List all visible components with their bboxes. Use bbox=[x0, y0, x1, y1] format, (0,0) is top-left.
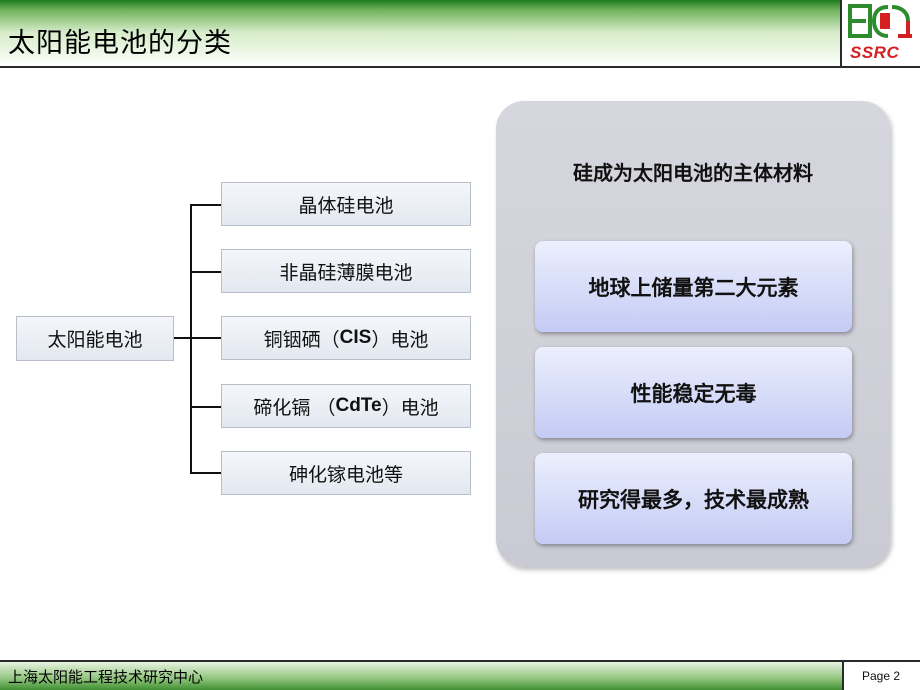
header-band bbox=[0, 0, 840, 66]
tree-root-box: 太阳能电池 bbox=[16, 316, 174, 361]
tree-line-trunk bbox=[190, 204, 192, 474]
tree-leaf-cis: 铜铟硒（CIS）电池 bbox=[221, 316, 471, 360]
leaf-label: 晶体硅电池 bbox=[298, 194, 394, 217]
point-text: 地球上储量第二大元素 bbox=[588, 275, 799, 300]
tree-leaf-crystalline-silicon: 晶体硅电池 bbox=[221, 182, 471, 226]
slide-title: 太阳能电池的分类 bbox=[8, 28, 232, 59]
tree-line-branch bbox=[190, 406, 221, 408]
point-card: 地球上储量第二大元素 bbox=[535, 241, 852, 332]
tree-leaf-gaas: 砷化镓电池等 bbox=[221, 451, 471, 495]
footer-divider bbox=[0, 660, 920, 662]
header-divider bbox=[0, 66, 920, 68]
footer-org: 上海太阳能工程技术研究中心 bbox=[8, 668, 204, 686]
leaf-label: 砷化镓电池等 bbox=[288, 463, 403, 486]
point-card: 性能稳定无毒 bbox=[535, 347, 852, 438]
logo-box: SSRC bbox=[840, 0, 920, 66]
silicon-panel: 硅成为太阳电池的主体材料 地球上储量第二大元素 性能稳定无毒 研究得最多，技术最… bbox=[496, 101, 890, 567]
tree-line-branch bbox=[190, 472, 221, 474]
page-number: Page 2 bbox=[842, 662, 920, 690]
tree-line-branch bbox=[190, 337, 221, 339]
point-text: 研究得最多，技术最成熟 bbox=[578, 487, 809, 512]
leaf-label: 非晶硅薄膜电池 bbox=[279, 261, 413, 284]
tree-line-branch bbox=[190, 271, 221, 273]
ssrc-logo-icon bbox=[848, 4, 912, 38]
leaf-label-pre: 碲化镉 （ bbox=[253, 396, 336, 419]
leaf-label-pre: 铜铟硒（ bbox=[263, 328, 340, 351]
logo-text: SSRC bbox=[850, 43, 900, 62]
leaf-label-en: CIS bbox=[339, 327, 372, 348]
panel-title: 硅成为太阳电池的主体材料 bbox=[573, 161, 813, 185]
tree-leaf-cdte: 碲化镉 （CdTe）电池 bbox=[221, 384, 471, 428]
point-text: 性能稳定无毒 bbox=[630, 381, 757, 406]
leaf-label-post: ）电池 bbox=[371, 328, 429, 351]
leaf-label-en: CdTe bbox=[335, 395, 382, 416]
tree-line-root bbox=[174, 337, 192, 339]
point-card: 研究得最多，技术最成熟 bbox=[535, 453, 852, 544]
leaf-label-post: ）电池 bbox=[381, 396, 439, 419]
tree-line-branch bbox=[190, 204, 221, 206]
tree-leaf-amorphous-silicon: 非晶硅薄膜电池 bbox=[221, 249, 471, 293]
footer-band bbox=[0, 662, 920, 690]
